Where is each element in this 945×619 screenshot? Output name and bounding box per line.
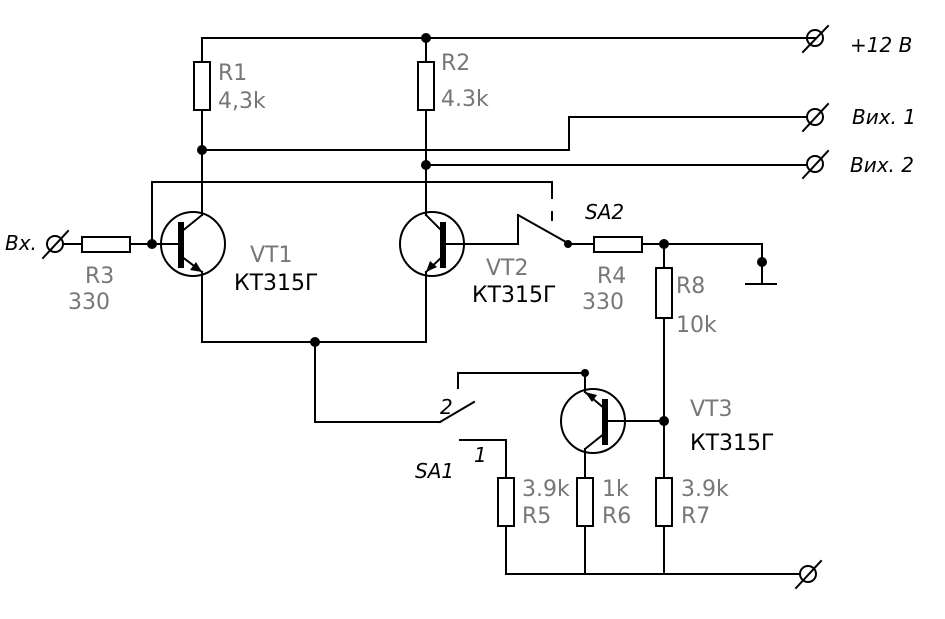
transistor-vt2: [399, 211, 465, 277]
resistor-r8: [655, 243, 673, 479]
label-r3-value: 330: [68, 290, 110, 315]
label-r7-value: 3.9k: [681, 477, 729, 502]
label-input: Вх.: [5, 231, 37, 255]
label-out1: Вих. 1: [852, 105, 916, 129]
label-r8-name: R8: [676, 274, 705, 299]
resistor-r1: [193, 37, 211, 216]
label-r6-value: 1k: [602, 477, 629, 502]
label-vt1-type: КТ315Г: [234, 271, 318, 296]
label-sa1-pos1: 1: [474, 443, 487, 467]
resistor-r4: [567, 236, 777, 285]
label-vt3-type: КТ315Г: [690, 431, 774, 456]
resistor-r3: [62, 236, 169, 253]
label-sa1: SA1: [415, 459, 454, 483]
label-r1-value: 4,3k: [218, 89, 266, 114]
label-vt2-type: КТ315Г: [472, 283, 556, 308]
label-r1-name: R1: [218, 61, 247, 86]
label-sa1-pos2: 2: [440, 395, 453, 419]
label-r5-value: 3.9k: [522, 477, 570, 502]
wire-out1: [201, 116, 808, 151]
label-r3-name: R3: [85, 264, 114, 289]
label-vt2-name: VT2: [486, 256, 529, 281]
label-r6-name: R6: [602, 504, 631, 529]
switch-sa1: [438, 372, 586, 479]
label-vt3-name: VT3: [690, 397, 733, 422]
label-r2-name: R2: [441, 51, 470, 76]
terminal-supply: [801, 24, 830, 54]
label-r5-name: R5: [522, 504, 551, 529]
label-r2-value: 4.3k: [441, 87, 489, 112]
label-r4-name: R4: [597, 264, 626, 289]
label-out2: Вих. 2: [850, 153, 914, 177]
supply-rail: [201, 33, 816, 43]
switch-sa2: [463, 211, 572, 248]
resistor-r2: [417, 37, 435, 216]
label-vt1-name: VT1: [250, 243, 293, 268]
wire-cross: [151, 181, 553, 245]
resistor-r6: [576, 477, 594, 575]
label-sa2: SA2: [585, 200, 624, 224]
label-r4-value: 330: [582, 290, 624, 315]
label-r8-value: 10k: [676, 313, 717, 338]
transistor-vt1: [160, 211, 226, 277]
resistor-r7: [655, 477, 673, 575]
label-supply: +12 В: [850, 33, 912, 57]
label-r7-name: R7: [681, 504, 710, 529]
wire-emitters: [201, 271, 441, 423]
resistor-r5: [497, 477, 515, 575]
transistor-vt3: [560, 369, 665, 479]
